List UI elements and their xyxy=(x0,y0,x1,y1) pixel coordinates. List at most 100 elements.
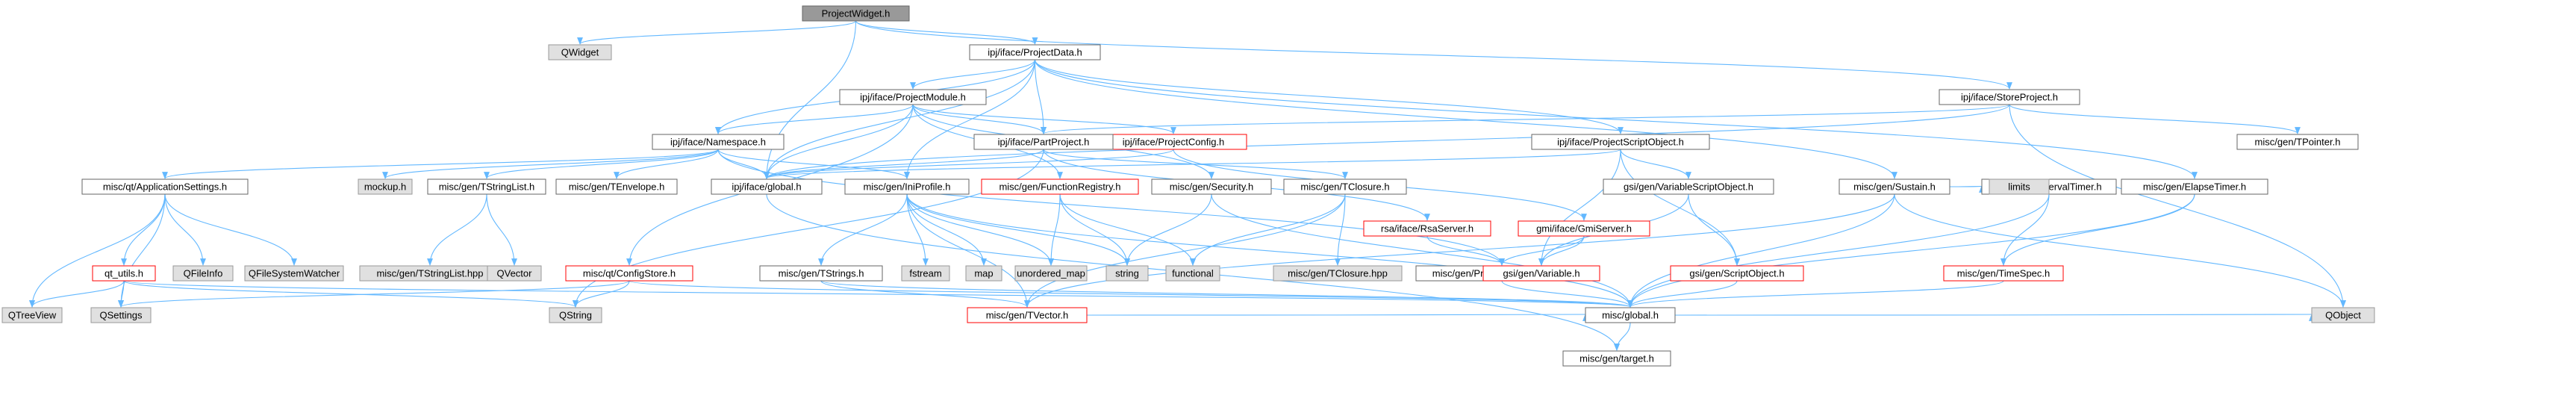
node-label-ProjectScriptObject: ipj/iface/ProjectScriptObject.h xyxy=(1557,136,1684,147)
node-miscGlobal[interactable]: misc/global.h xyxy=(1585,307,1676,323)
edge-ProjectWidget-to-QWidget xyxy=(577,20,857,45)
edge-IniProfile-to-TStrings xyxy=(818,193,908,266)
edge-StoreProject-to-PartProject xyxy=(1041,104,2010,134)
node-TEnvelope[interactable]: misc/gen/TEnvelope.h xyxy=(555,178,678,195)
node-ProjectData[interactable]: ipj/iface/ProjectData.h xyxy=(969,44,1101,60)
node-TClosure[interactable]: misc/gen/TClosure.h xyxy=(1283,178,1407,195)
node-ProjectModule[interactable]: ipj/iface/ProjectModule.h xyxy=(839,89,987,105)
node-box-QFileInfo xyxy=(172,265,234,282)
edge-miscGlobal-to-QObject xyxy=(1674,314,2313,322)
edge-PartProject-to-ipjGlobal xyxy=(764,149,1044,179)
node-TVector[interactable]: misc/gen/TVector.h xyxy=(967,307,1088,323)
node-box-ipjGlobal xyxy=(711,178,823,195)
node-ipjGlobal[interactable]: ipj/iface/global.h xyxy=(711,178,823,195)
edge-IniProfile-to-map xyxy=(906,193,987,266)
node-label-Sustain: misc/gen/Sustain.h xyxy=(1853,181,1936,192)
node-label-functional: functional xyxy=(1172,267,1214,279)
node-box-ProjectWidget xyxy=(802,5,910,22)
node-box-TimeSpec xyxy=(1943,265,2064,282)
node-label-GmiServer: gmi/iface/GmiServer.h xyxy=(1536,223,1632,234)
node-Variable[interactable]: gsi/gen/Variable.h xyxy=(1482,265,1600,282)
node-Security[interactable]: misc/gen/Security.h xyxy=(1151,178,1272,195)
node-label-VariableScriptObject: gsi/gen/VariableScriptObject.h xyxy=(1624,181,1753,192)
node-label-mockup: mockup.h xyxy=(364,181,406,192)
node-FunctionRegistry[interactable]: misc/gen/FunctionRegistry.h xyxy=(981,178,1139,195)
node-box-TPointer xyxy=(2236,134,2359,150)
node-label-QFileInfo: QFileInfo xyxy=(184,267,223,279)
node-box-QObject xyxy=(2311,307,2375,323)
edge-IniProfile-to-string xyxy=(906,193,1130,266)
node-TStringListHpp: misc/gen/TStringList.hpp xyxy=(359,265,501,282)
node-Sustain[interactable]: misc/gen/Sustain.h xyxy=(1839,178,1950,195)
edge-ProjectScriptObject-to-Variable xyxy=(1538,149,1621,266)
node-label-TStringListHpp: misc/gen/TStringList.hpp xyxy=(376,267,483,279)
node-box-qt_utils xyxy=(92,265,156,282)
node-box-fstream xyxy=(901,265,950,282)
node-label-IniProfile: misc/gen/IniProfile.h xyxy=(863,181,950,192)
node-label-map: map xyxy=(974,267,993,279)
node-label-StoreProject: ipj/iface/StoreProject.h xyxy=(1961,91,2058,102)
node-QObject: QObject xyxy=(2311,307,2375,323)
edge-ProjectData-to-ElapseTimer xyxy=(1034,59,2198,179)
node-label-Variable: gsi/gen/Variable.h xyxy=(1503,267,1579,279)
node-TimeSpec[interactable]: misc/gen/TimeSpec.h xyxy=(1943,265,2064,282)
node-box-ProjectScriptObject xyxy=(1531,134,1710,150)
node-PartProject[interactable]: ipj/iface/PartProject.h xyxy=(973,134,1114,150)
edge-Sustain-to-miscGlobal xyxy=(1627,193,1895,308)
node-label-TStrings: misc/gen/TStrings.h xyxy=(779,267,864,279)
node-box-TStrings xyxy=(759,265,883,282)
node-label-qt_utils: qt_utils.h xyxy=(105,267,143,279)
edge-ProjectData-to-ProjectScriptObject xyxy=(1034,59,1624,134)
edge-Namespace-to-PropertySheetDialog xyxy=(717,149,1505,266)
node-TStringList[interactable]: misc/gen/TStringList.h xyxy=(427,178,546,195)
node-AppSettings[interactable]: misc/qt/ApplicationSettings.h xyxy=(81,178,249,195)
node-label-Namespace: ipj/iface/Namespace.h xyxy=(670,136,766,147)
node-ConfigStore[interactable]: misc/qt/ConfigStore.h xyxy=(565,265,693,282)
node-target[interactable]: misc/gen/target.h xyxy=(1562,350,1671,367)
node-label-miscGlobal: misc/global.h xyxy=(1602,309,1659,320)
node-box-QFileSystemWatcher xyxy=(244,265,344,282)
node-ProjectWidget[interactable]: ProjectWidget.h xyxy=(802,5,910,22)
node-Namespace[interactable]: ipj/iface/Namespace.h xyxy=(652,134,785,150)
node-box-QSettings xyxy=(90,307,152,323)
node-IniProfile[interactable]: misc/gen/IniProfile.h xyxy=(844,178,970,195)
node-box-AppSettings xyxy=(81,178,249,195)
edge-ConfigStore-to-QString xyxy=(573,280,630,308)
edge-Namespace-to-IniProfile xyxy=(717,149,910,179)
node-label-ElapseTimer: misc/gen/ElapseTimer.h xyxy=(2143,181,2246,192)
node-box-FunctionRegistry xyxy=(981,178,1139,195)
node-RsaServer[interactable]: rsa/iface/RsaServer.h xyxy=(1363,220,1491,237)
edge-Namespace-to-TStringList xyxy=(484,149,719,179)
edge-ProjectData-to-Sustain xyxy=(1034,59,1897,179)
edge-ConfigStore-to-miscGlobal xyxy=(629,280,1633,308)
edge-TClosure-to-TVector xyxy=(1024,193,1346,308)
node-QFileInfo: QFileInfo xyxy=(172,265,234,282)
node-TPointer[interactable]: misc/gen/TPointer.h xyxy=(2236,134,2359,150)
edge-FunctionRegistry-to-unordered_map xyxy=(1048,193,1061,266)
node-label-ProjectData: ipj/iface/ProjectData.h xyxy=(988,46,1082,58)
node-ProjectConfig[interactable]: ipj/iface/ProjectConfig.h xyxy=(1100,134,1247,150)
node-box-ProjectModule xyxy=(839,89,987,105)
node-box-TClosure xyxy=(1283,178,1407,195)
node-ElapseTimer[interactable]: misc/gen/ElapseTimer.h xyxy=(2121,178,2268,195)
edge-qt_utils-to-miscGlobal xyxy=(123,280,1632,308)
node-box-TClosureHpp xyxy=(1273,265,1403,282)
edge-Namespace-to-AppSettings xyxy=(162,149,719,179)
node-label-QTreeView: QTreeView xyxy=(8,309,57,320)
node-box-Variable xyxy=(1482,265,1600,282)
node-fstream: fstream xyxy=(901,265,950,282)
node-label-QFileSystemWatcher: QFileSystemWatcher xyxy=(249,267,340,279)
node-label-ConfigStore: misc/qt/ConfigStore.h xyxy=(583,267,676,279)
edge-FunctionRegistry-to-functional xyxy=(1059,193,1196,266)
node-box-QTreeView xyxy=(1,307,63,323)
node-TStrings[interactable]: misc/gen/TStrings.h xyxy=(759,265,883,282)
node-ProjectScriptObject[interactable]: ipj/iface/ProjectScriptObject.h xyxy=(1531,134,1710,150)
node-ScriptObject[interactable]: gsi/gen/ScriptObject.h xyxy=(1670,265,1804,282)
node-qt_utils[interactable]: qt_utils.h xyxy=(92,265,156,282)
node-StoreProject[interactable]: ipj/iface/StoreProject.h xyxy=(1939,89,2080,105)
node-GmiServer[interactable]: gmi/iface/GmiServer.h xyxy=(1518,220,1650,237)
node-box-TStringList xyxy=(427,178,546,195)
node-VariableScriptObject[interactable]: gsi/gen/VariableScriptObject.h xyxy=(1603,178,1774,195)
edge-StoreProject-to-ipjGlobal xyxy=(764,104,2010,179)
node-label-ipjGlobal: ipj/iface/global.h xyxy=(732,181,801,192)
